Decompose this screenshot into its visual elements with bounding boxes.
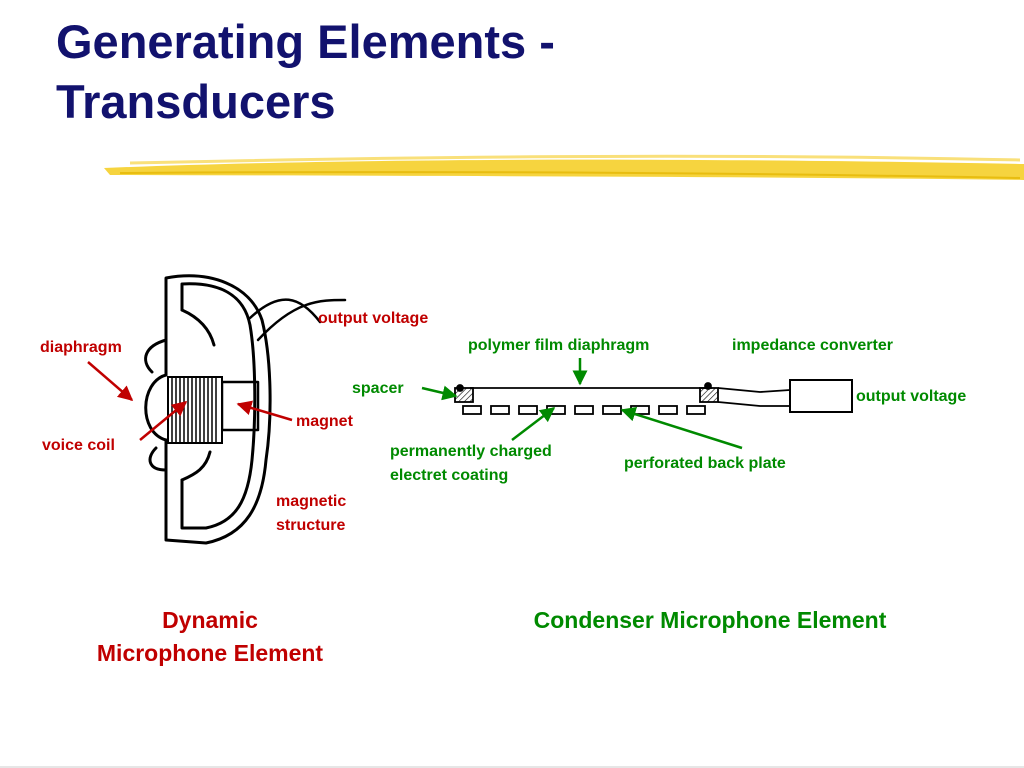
label-perforated-back-plate: perforated back plate [624, 455, 786, 472]
label-polymer-film-diaphragm: polymer film diaphragm [468, 337, 650, 354]
back-plate-arrow [620, 406, 743, 450]
caption-dynamic-microphone: Dynamic Microphone Element [60, 604, 360, 670]
label-output-voltage-dynamic: output voltage [318, 310, 429, 327]
title-highlighter-stroke [104, 154, 1024, 180]
dynamic-diaphragm [144, 373, 168, 442]
condenser-arrows [421, 358, 743, 450]
slide-title: Generating Elements - Transducers [56, 12, 555, 132]
label-magnetic-structure-line-2: structure [276, 517, 346, 534]
label-electret-line-2: electret coating [390, 467, 509, 484]
slide-title-line-2: Transducers [56, 75, 336, 128]
label-voice-coil: voice coil [42, 437, 115, 454]
slide-title-line-1: Generating Elements - [56, 15, 555, 68]
diaphragm-arrow [87, 361, 134, 401]
output-wire-1 [248, 298, 322, 324]
electret-arrow [511, 407, 556, 441]
label-spacer: spacer [352, 380, 404, 397]
label-electret-coating: permanently charged electret coating [390, 440, 552, 488]
label-magnetic-structure-line-1: magnetic [276, 493, 347, 510]
label-output-voltage-condenser: output voltage [856, 388, 967, 405]
dynamic-arrows [87, 361, 293, 441]
spacer-right [699, 387, 719, 403]
label-diaphragm: diaphragm [40, 339, 122, 356]
caption-condenser-microphone: Condenser Microphone Element [533, 607, 887, 633]
label-magnetic-structure: magnetic structure [276, 490, 346, 538]
label-electret-line-1: permanently charged [390, 443, 552, 460]
caption-dynamic-line-2: Microphone Element [96, 640, 324, 666]
condenser-microphone-drawing [454, 379, 853, 415]
dynamic-microphone-drawing [144, 274, 347, 545]
slide-bottom-border [0, 766, 1024, 768]
spacer-arrow [421, 385, 458, 401]
perforated-back-plate [462, 405, 706, 415]
magnetic-structure [164, 274, 272, 545]
voice-coil-arrow [139, 401, 188, 441]
dynamic-magnet [220, 380, 260, 432]
impedance-converter-box [789, 379, 853, 413]
output-wire-2 [256, 298, 347, 342]
label-magnet: magnet [296, 413, 353, 430]
magnet-arrow [236, 400, 293, 422]
label-impedance-converter: impedance converter [732, 337, 893, 354]
caption-dynamic-line-1: Dynamic [162, 607, 258, 633]
